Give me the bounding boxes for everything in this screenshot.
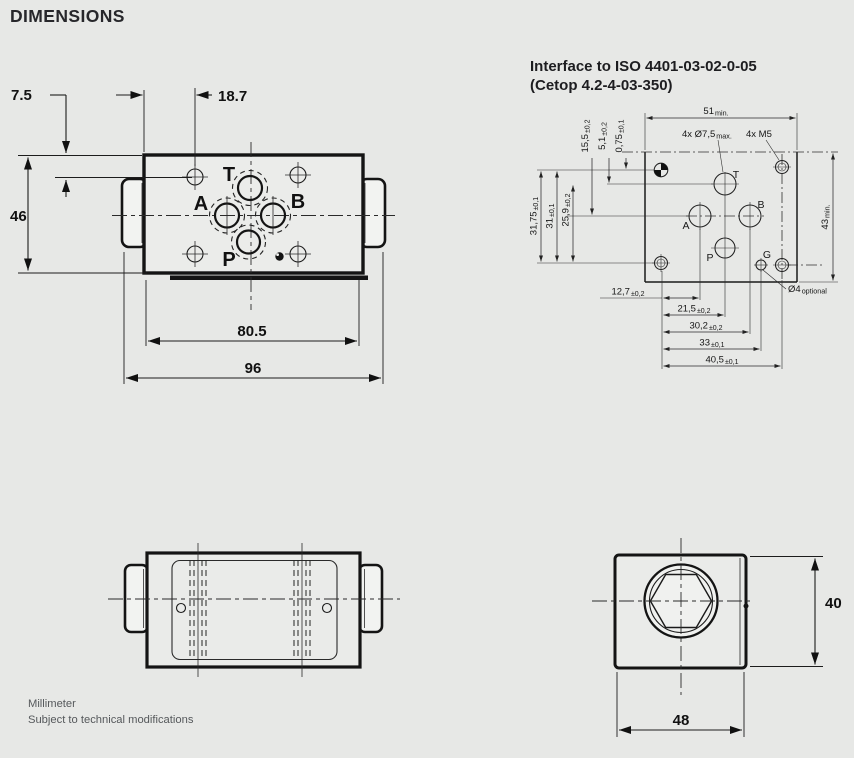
m5-hole (652, 254, 670, 272)
dim-7-5-label: 7.5 (11, 87, 32, 104)
iso-heading-line1: Interface to ISO 4401-03-02-0-05 (530, 58, 757, 75)
locating-pin-hole (275, 252, 284, 261)
dim-80-5: 80.5 (145, 280, 360, 346)
iso-port-t (711, 172, 739, 196)
dim-21-5: 21,5±0,2 (663, 304, 724, 317)
iso-port-t-label: T (733, 169, 740, 181)
dim-43-label: 43min. (820, 204, 832, 229)
dim-15-5: 15,5±0,2 (580, 119, 594, 215)
mounting-hole (285, 162, 311, 188)
dim-30-2: 30,2±0,2 (663, 321, 749, 334)
callout-optional-label: Ø4optional (788, 284, 827, 296)
dim-18-7-label: 18.7 (218, 88, 247, 105)
dim-18-7: 18.7 (116, 88, 247, 166)
iso-port-p-label: P (706, 252, 713, 264)
dim-51-min: 51min. (644, 106, 798, 150)
m5-hole (773, 257, 791, 273)
dim-0-75-label: 0,75±0,1 (614, 119, 626, 152)
port-b-hole (254, 196, 292, 235)
iso-port-g-label: G (763, 249, 771, 261)
port-p-label: P (222, 249, 235, 271)
dim-31-75: 31,75±0,1 (529, 171, 543, 262)
dim-80-5-label: 80.5 (237, 323, 266, 340)
dim-5-1: 5,1±0,2 (597, 122, 611, 183)
dim-7-5: 7.5 (11, 87, 192, 197)
datum-hole (653, 162, 669, 178)
mounting-hole (182, 241, 208, 267)
footer-note: Millimeter Subject to technical modifica… (28, 697, 193, 728)
mounting-hole (182, 164, 208, 190)
dim-40-5-label: 40,5±0,1 (705, 355, 738, 367)
port-a-hole (208, 196, 246, 235)
iso-heading-line2: (Cetop 4.2-4-03-350) (530, 77, 673, 94)
iso-port-b-label: B (757, 199, 764, 211)
iso-interface-drawing: T B A P G 4x Ø7,5max. 4x M5 Ø4optional 5… (529, 106, 838, 369)
g-hole (754, 258, 768, 272)
dim-46: 46 (10, 157, 147, 274)
callout-pilot-label: 4x Ø7,5max. (682, 129, 732, 141)
iso-port-p (711, 237, 739, 259)
callout-optional-hole: Ø4optional (762, 269, 827, 296)
end-view-drawing: 40 48 (592, 538, 842, 737)
dim-21-5-label: 21,5±0,2 (677, 304, 710, 316)
iso-port-b (738, 202, 762, 230)
callout-m5-label: 4x M5 (746, 129, 772, 140)
dim-25-9-label: 25,9±0,2 (561, 193, 573, 226)
dim-15-5-label: 15,5±0,2 (580, 119, 592, 152)
m5-hole (773, 159, 791, 175)
dim-31: 31±0,1 (545, 171, 559, 262)
dim-30-2-label: 30,2±0,2 (689, 321, 722, 333)
iso-port-a-label: A (682, 220, 689, 232)
dim-5-1-label: 5,1±0,2 (597, 122, 609, 150)
callout-pilot-holes: 4x Ø7,5max. (682, 129, 732, 173)
footer-unit: Millimeter (28, 698, 76, 710)
dim-48-label: 48 (673, 712, 690, 729)
dim-33: 33±0,1 (663, 338, 760, 351)
port-t-hole (231, 169, 269, 207)
dim-43-min: 43min. (799, 153, 838, 283)
top-view-drawing: T A B P 7.5 18.7 46 (10, 87, 395, 384)
port-t-label: T (223, 164, 235, 186)
mounting-hole (285, 241, 311, 267)
port-b-label: B (291, 191, 305, 213)
dim-46-label: 46 (10, 208, 27, 225)
dim-40-label: 40 (825, 595, 842, 612)
dim-25-9: 25,9±0,2 (561, 185, 575, 262)
dim-0-75: 0,75±0,1 (614, 119, 628, 169)
dim-33-label: 33±0,1 (699, 338, 724, 350)
iso-port-a (688, 202, 712, 230)
page-title: DIMENSIONS (10, 6, 125, 26)
dim-12-7-label: 12,7±0,2 (611, 287, 644, 299)
iso-interface-heading: Interface to ISO 4401-03-02-0-05 (Cetop … (530, 57, 757, 95)
dim-31-75-label: 31,75±0,1 (529, 197, 541, 235)
hidden-hole-lines (189, 560, 311, 660)
port-a-label: A (194, 193, 208, 215)
dim-96: 96 (123, 252, 384, 384)
mounting-surface-bar (170, 275, 368, 280)
dim-96-label: 96 (245, 360, 262, 377)
footer-modifications: Subject to technical modifications (28, 713, 194, 726)
callout-m5: 4x M5 (746, 129, 780, 161)
dim-31-label: 31±0,1 (545, 203, 557, 228)
dim-51-label: 51min. (703, 106, 728, 118)
port-p-hole (230, 224, 267, 260)
dim-48: 48 (616, 672, 745, 737)
dim-40: 40 (750, 556, 842, 667)
side-view-drawing (108, 543, 400, 677)
dim-12-7: 12,7±0,2 (600, 287, 699, 300)
dim-40-5: 40,5±0,1 (663, 355, 781, 368)
